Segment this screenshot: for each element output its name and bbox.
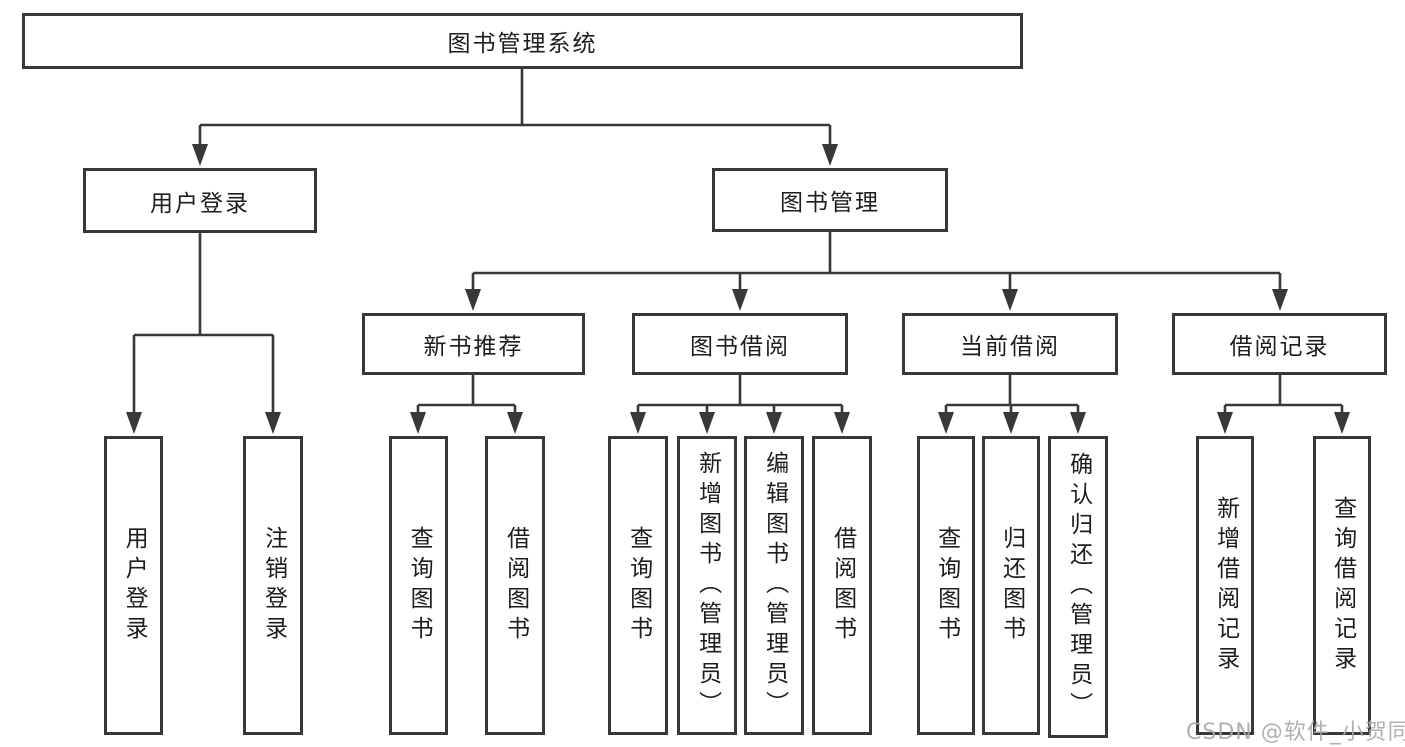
leaf-borrow-books: 借阅图书 — [812, 436, 872, 735]
node-book-borrowing: 图书借阅 — [632, 313, 848, 375]
leaf-borrow-books-recommend: 借阅图书 — [485, 436, 545, 735]
leaf-query-books-current: 查询图书 — [917, 436, 975, 735]
node-new-book-recommendation: 新书推荐 — [362, 313, 585, 375]
leaf-query-books-borrow: 查询图书 — [608, 436, 668, 735]
leaf-query-borrow-record: 查询借阅记录 — [1313, 436, 1371, 735]
node-current-borrowing: 当前借阅 — [902, 313, 1118, 375]
leaf-confirm-return-admin: 确认归还（管理员） — [1048, 436, 1108, 738]
node-user-login-branch: 用户登录 — [83, 168, 317, 233]
leaf-edit-books-admin: 编辑图书（管理员） — [744, 436, 804, 735]
leaf-logout: 注销登录 — [243, 436, 303, 735]
leaf-query-books-recommend: 查询图书 — [389, 436, 448, 735]
node-library-management-system: 图书管理系统 — [22, 13, 1023, 69]
leaf-add-borrow-record: 新增借阅记录 — [1196, 436, 1254, 735]
csdn-watermark: CSDN @软件_小贺同学 — [1186, 720, 1405, 745]
node-book-management-branch: 图书管理 — [712, 168, 948, 232]
leaf-user-login: 用户登录 — [104, 436, 163, 735]
leaf-add-books-admin: 新增图书（管理员） — [677, 436, 737, 735]
node-borrowing-records: 借阅记录 — [1172, 313, 1387, 375]
leaf-return-books: 归还图书 — [982, 436, 1040, 735]
